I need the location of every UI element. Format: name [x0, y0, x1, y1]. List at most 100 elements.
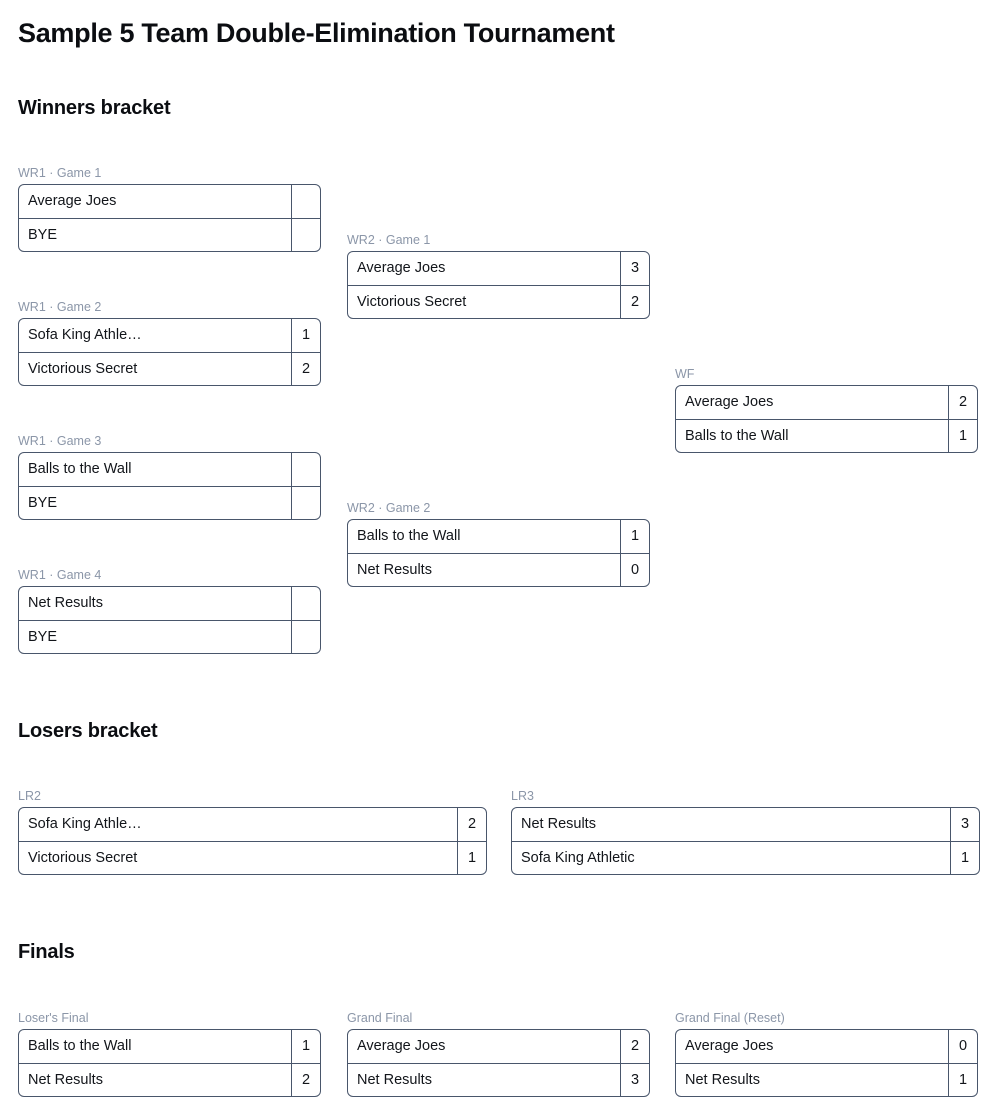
match-box: Average Joes 2 Net Results 3 [347, 1029, 650, 1097]
match-row[interactable]: Balls to the Wall 1 [19, 1030, 320, 1063]
match-label: WR1 · Game 3 [18, 434, 102, 448]
team-score: 0 [620, 554, 649, 586]
match-row[interactable]: Net Results 0 [348, 553, 649, 586]
match-label: WR2 · Game 1 [347, 233, 431, 247]
team-name: Net Results [685, 1071, 760, 1088]
match-box: Sofa King Athle… 1 Victorious Secret 2 [18, 318, 321, 386]
team-name: BYE [28, 628, 58, 645]
match-losers-final[interactable]: Loser's Final Balls to the Wall 1 Net Re… [18, 1011, 321, 1097]
match-label: WF [675, 367, 695, 381]
match-lr3[interactable]: LR3 Net Results 3 Sofa King Athletic 1 [511, 789, 980, 875]
match-row[interactable]: Sofa King Athle… 1 [19, 319, 320, 352]
match-label: WR1 · Game 1 [18, 166, 102, 180]
match-row[interactable]: Average Joes 2 [348, 1030, 649, 1063]
team-score: 1 [950, 842, 979, 874]
match-box: Net Results 3 Sofa King Athletic 1 [511, 807, 980, 875]
match-label: Grand Final [347, 1011, 413, 1025]
match-row[interactable]: Net Results [19, 587, 320, 620]
team-name: Sofa King Athle… [28, 327, 142, 344]
team-score [291, 487, 320, 519]
match-label: Loser's Final [18, 1011, 89, 1025]
section-title-finals: Finals [18, 941, 75, 963]
team-score: 2 [620, 1030, 649, 1063]
match-grand-final-reset[interactable]: Grand Final (Reset) Average Joes 0 Net R… [675, 1011, 978, 1097]
team-score [291, 453, 320, 486]
team-name: BYE [28, 494, 58, 511]
team-name: Balls to the Wall [685, 427, 789, 444]
match-label: WR1 · Game 2 [18, 300, 102, 314]
match-row[interactable]: Balls to the Wall 1 [676, 419, 977, 452]
match-row[interactable]: Victorious Secret 1 [19, 841, 486, 874]
match-box: Balls to the Wall 1 Net Results 2 [18, 1029, 321, 1097]
team-name: Average Joes [28, 193, 117, 210]
match-row[interactable]: BYE [19, 218, 320, 251]
match-row[interactable]: Average Joes 2 [676, 386, 977, 419]
team-name: Net Results [28, 1071, 103, 1088]
match-row[interactable]: Balls to the Wall [19, 453, 320, 486]
match-row[interactable]: Balls to the Wall 1 [348, 520, 649, 553]
match-wr2-game-2[interactable]: WR2 · Game 2 Balls to the Wall 1 Net Res… [347, 501, 650, 587]
match-row[interactable]: Sofa King Athletic 1 [512, 841, 979, 874]
team-score: 1 [457, 842, 486, 874]
team-name: Balls to the Wall [28, 1038, 132, 1055]
team-score: 1 [291, 319, 320, 352]
match-row[interactable]: Net Results 2 [19, 1063, 320, 1096]
team-name: BYE [28, 226, 58, 243]
team-score [291, 587, 320, 620]
team-name: Victorious Secret [357, 293, 467, 310]
team-score: 3 [620, 252, 649, 285]
match-row[interactable]: Net Results 3 [512, 808, 979, 841]
match-row[interactable]: Sofa King Athle… 2 [19, 808, 486, 841]
team-name: Net Results [357, 561, 432, 578]
match-wr1-game-3[interactable]: WR1 · Game 3 Balls to the Wall BYE [18, 434, 321, 520]
match-wr1-game-2[interactable]: WR1 · Game 2 Sofa King Athle… 1 Victorio… [18, 300, 321, 386]
team-name: Sofa King Athle… [28, 816, 142, 833]
team-score: 3 [950, 808, 979, 841]
team-name: Net Results [521, 816, 596, 833]
team-score: 1 [620, 520, 649, 553]
match-label: Grand Final (Reset) [675, 1011, 785, 1025]
section-title-winners: Winners bracket [18, 97, 171, 119]
match-row[interactable]: Net Results 3 [348, 1063, 649, 1096]
team-score: 2 [291, 353, 320, 385]
match-row[interactable]: Average Joes 3 [348, 252, 649, 285]
team-name: Average Joes [685, 1038, 774, 1055]
section-title-losers: Losers bracket [18, 720, 158, 742]
match-wr1-game-4[interactable]: WR1 · Game 4 Net Results BYE [18, 568, 321, 654]
team-name: Balls to the Wall [28, 461, 132, 478]
match-lr2[interactable]: LR2 Sofa King Athle… 2 Victorious Secret… [18, 789, 487, 875]
match-winners-final[interactable]: WF Average Joes 2 Balls to the Wall 1 [675, 367, 978, 453]
match-row[interactable]: Average Joes [19, 185, 320, 218]
team-score: 2 [457, 808, 486, 841]
match-row[interactable]: Average Joes 0 [676, 1030, 977, 1063]
match-box: Balls to the Wall 1 Net Results 0 [347, 519, 650, 587]
team-score: 2 [620, 286, 649, 318]
team-score: 0 [948, 1030, 977, 1063]
team-name: Average Joes [357, 1038, 446, 1055]
team-name: Net Results [28, 595, 103, 612]
team-name: Sofa King Athletic [521, 849, 635, 866]
match-row[interactable]: Victorious Secret 2 [19, 352, 320, 385]
team-name: Victorious Secret [28, 849, 138, 866]
team-score: 3 [620, 1064, 649, 1096]
match-box: Balls to the Wall BYE [18, 452, 321, 520]
team-score: 2 [291, 1064, 320, 1096]
match-row[interactable]: BYE [19, 486, 320, 519]
match-row[interactable]: BYE [19, 620, 320, 653]
match-wr2-game-1[interactable]: WR2 · Game 1 Average Joes 3 Victorious S… [347, 233, 650, 319]
match-box: Net Results BYE [18, 586, 321, 654]
team-score: 2 [948, 386, 977, 419]
match-row[interactable]: Net Results 1 [676, 1063, 977, 1096]
match-box: Average Joes BYE [18, 184, 321, 252]
match-row[interactable]: Victorious Secret 2 [348, 285, 649, 318]
match-box: Average Joes 2 Balls to the Wall 1 [675, 385, 978, 453]
team-name: Balls to the Wall [357, 528, 461, 545]
team-name: Average Joes [357, 260, 446, 277]
team-score: 1 [291, 1030, 320, 1063]
match-label: WR1 · Game 4 [18, 568, 102, 582]
match-grand-final[interactable]: Grand Final Average Joes 2 Net Results 3 [347, 1011, 650, 1097]
match-label: LR3 [511, 789, 534, 803]
match-wr1-game-1[interactable]: WR1 · Game 1 Average Joes BYE [18, 166, 321, 252]
match-label: WR2 · Game 2 [347, 501, 431, 515]
team-name: Average Joes [685, 394, 774, 411]
